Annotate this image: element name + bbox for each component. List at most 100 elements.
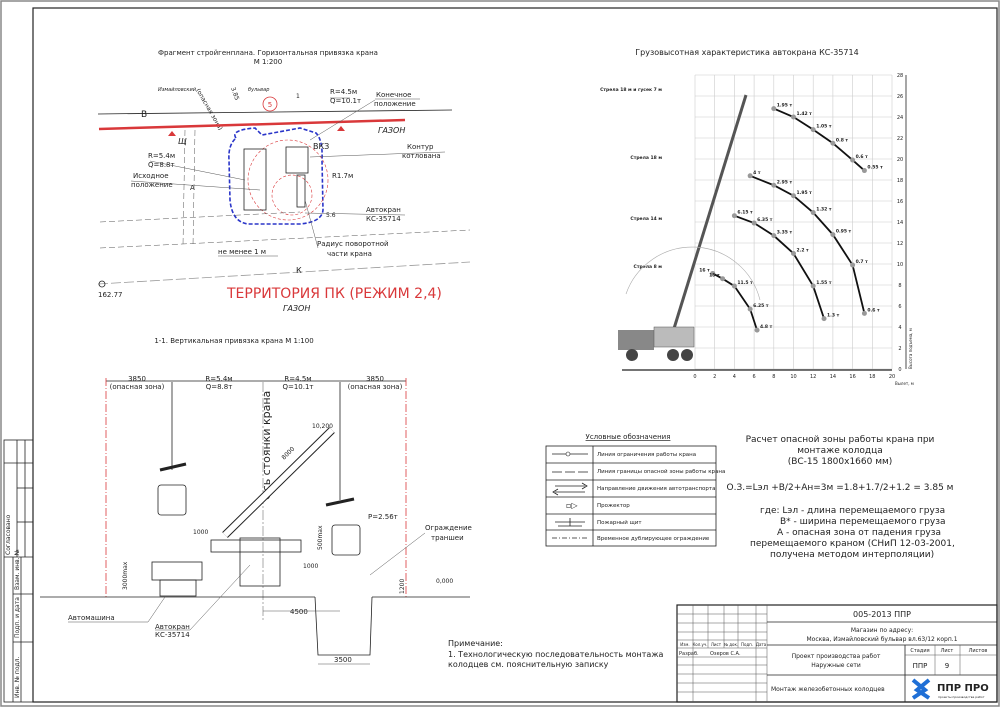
legend-title: Условные обозначения	[586, 433, 671, 441]
y-tick-label: 4	[898, 325, 901, 331]
line-b-label: В	[141, 110, 147, 120]
data-label: 1.95 т	[777, 103, 793, 109]
company-logo: ППР ПРО проекты производства работ	[911, 678, 989, 700]
dim-56: 5.6	[326, 212, 336, 219]
x-tick-label: 18	[869, 374, 875, 380]
limit-marker	[168, 131, 176, 136]
r-left: R=5.4м	[205, 375, 232, 383]
legend: Условные обозначения Линия ограничения р…	[545, 433, 725, 547]
crane-illustration	[618, 94, 892, 371]
data-point	[771, 182, 777, 188]
data-point	[731, 283, 737, 289]
lawn-label: ГАЗОН	[378, 126, 405, 135]
logo-text: ППР ПРО	[937, 683, 989, 694]
y-tick-label: 10	[897, 262, 903, 268]
y-tick-label: 12	[897, 241, 903, 247]
dim-4500: 4500	[290, 608, 308, 616]
r-small: R1.7м	[332, 172, 353, 180]
chart-title: Грузовысотная характеристика автокрана К…	[635, 48, 858, 57]
address-1: Магазин по адресу:	[851, 627, 913, 634]
calc-title-1: Расчет опасной зоны работы крана при	[746, 435, 935, 445]
data-label: 1.3 т	[827, 313, 840, 319]
sheets-header: Листов	[969, 648, 988, 654]
data-label: 1.95 т	[797, 190, 813, 196]
well-ring-right	[331, 524, 361, 556]
title-block-header: Изм.	[680, 642, 689, 647]
title-block-header: Подп.	[741, 642, 753, 647]
q-right: Q=10.1т	[282, 383, 313, 391]
y-tick-label: 22	[897, 136, 903, 142]
danger-zone-dim: 3.85	[229, 86, 240, 101]
title-block-header: № док.	[724, 642, 738, 647]
sheet-title: Монтаж железобетонных колодцев	[771, 686, 885, 693]
data-point	[850, 157, 856, 163]
crane-plan	[296, 174, 306, 208]
series-line	[773, 107, 866, 172]
legend-item-label: Прожектор	[597, 503, 630, 509]
y-tick-label: 6	[898, 304, 901, 310]
series-label: Стрела 14 м	[630, 216, 662, 222]
sheet-value: 9	[945, 662, 949, 670]
x-tick-label: 6	[753, 374, 756, 380]
dim-1000a: 1000	[193, 529, 208, 536]
trench	[314, 596, 373, 656]
shch-label: Щ	[178, 137, 187, 146]
zero-mark: 0,000	[436, 578, 453, 585]
x-tick-label: 0	[693, 374, 696, 380]
vertical-section: 1-1. Вертикальная привязка крана М 1:100…	[40, 337, 472, 665]
dim-1000b: 1000	[303, 563, 318, 570]
well-vkz	[285, 146, 309, 174]
projector-icon: ▫▷	[566, 501, 578, 510]
dim-left: 3850	[128, 375, 146, 383]
calc-where-5: получена методом интерполяции)	[770, 550, 934, 560]
y-tick-label: 18	[897, 178, 903, 184]
q-start: Q=8.8т	[148, 161, 175, 169]
section-title: 1-1. Вертикальная привязка крана М 1:100	[154, 337, 313, 345]
note: Примечание: 1. Технологическую последова…	[448, 639, 664, 669]
start-pos-1: Исходное	[133, 172, 169, 180]
crane-label-2: КС-35714	[155, 631, 190, 639]
street-1: Измайловский	[158, 87, 197, 93]
side-inv-replace: Взам. инв. №	[14, 549, 21, 590]
data-label: 6.25 т	[753, 303, 769, 309]
legend-item-label: Пожарный щит	[597, 519, 642, 526]
data-point	[861, 168, 867, 174]
q-left: Q=8.8т	[206, 383, 233, 391]
legend-item-label: Линия границы опасной зоны работы крана	[597, 468, 725, 475]
radius-label-1: Радиус поворотной	[317, 240, 389, 248]
data-point	[710, 270, 716, 276]
dim-right-note: (опасная зона)	[348, 383, 403, 391]
crane-limit-line	[98, 118, 406, 131]
well-ring-left	[157, 484, 187, 516]
data-point	[747, 173, 753, 179]
r-start: R=5.4м	[148, 152, 175, 160]
crane-axis-label: Ось стоянки крана	[260, 391, 273, 500]
limit-marker	[337, 126, 345, 131]
x-tick-label: 12	[810, 374, 816, 380]
rotation-radius	[271, 174, 313, 216]
data-point	[791, 193, 796, 199]
side-strip: Согласовано Взам. инв. № Подп. и дата Ин…	[3, 439, 34, 703]
x-tick-label: 2	[713, 374, 716, 380]
min-1m: не менее 1 м	[218, 248, 266, 256]
plan-scale: М 1:200	[254, 58, 282, 66]
y-tick-label: 14	[897, 220, 903, 226]
truck-body	[151, 561, 203, 581]
data-label: 0.8 т	[836, 137, 849, 143]
territory-label: ТЕРРИТОРИЯ ПК (РЕЖИМ 2,4)	[226, 286, 442, 302]
data-point	[791, 251, 796, 256]
data-label: 1.05 т	[816, 124, 832, 130]
side-agreed: Согласовано	[5, 514, 12, 555]
note-line-1: 1. Технологическую последовательность мо…	[448, 650, 664, 659]
data-label: 11.5 т	[737, 280, 753, 286]
line-b	[97, 109, 453, 115]
data-label: 4 т	[753, 170, 761, 176]
sheet-header: Лист	[941, 648, 954, 654]
fence-2: траншеи	[431, 534, 464, 542]
calc-where-2: В* - ширина перемещаемого груза	[780, 517, 946, 527]
dim-left-note: (опасная зона)	[110, 383, 165, 391]
logo-subtitle: проекты производства работ	[938, 695, 985, 699]
load-label: Р=2.56т	[368, 513, 398, 521]
lawn-label-2: ГАЗОН	[283, 304, 310, 313]
